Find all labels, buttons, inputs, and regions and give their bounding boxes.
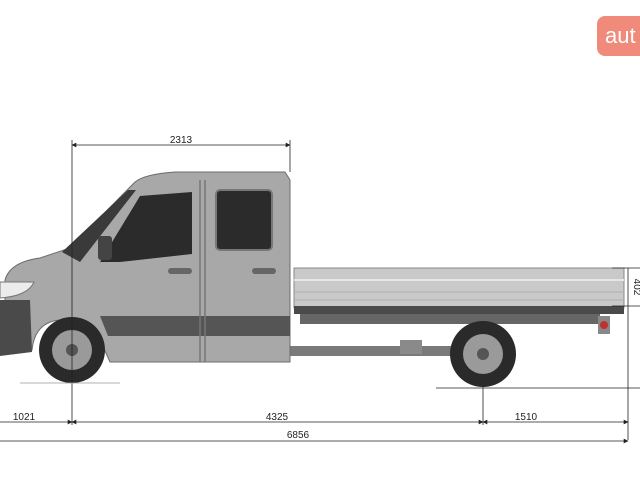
cab-body	[0, 171, 291, 363]
rear-wheel	[450, 321, 516, 387]
dimension-lines	[0, 140, 640, 444]
tail-light-icon	[600, 321, 608, 329]
headlight-icon	[0, 281, 35, 299]
overall-length-label: 6856	[287, 430, 310, 441]
rear-window	[215, 189, 273, 251]
door-handle-icon	[252, 268, 276, 274]
cargo-platform	[293, 267, 625, 334]
wheelbase-label: 4325	[266, 412, 289, 423]
windshield	[62, 190, 136, 262]
front-overhang-label: 1021	[13, 412, 36, 423]
door-handle-icon	[168, 268, 192, 274]
brand-logo[interactable]: aut	[597, 16, 640, 56]
chassis-frame	[286, 346, 466, 356]
rear-overhang-label: 1510	[515, 412, 538, 423]
mirror-icon	[98, 236, 112, 260]
platform-height-label: 402	[631, 279, 640, 296]
front-window	[100, 192, 192, 262]
vehicle-illustration	[0, 171, 625, 387]
cab-length-label: 2313	[170, 135, 193, 146]
